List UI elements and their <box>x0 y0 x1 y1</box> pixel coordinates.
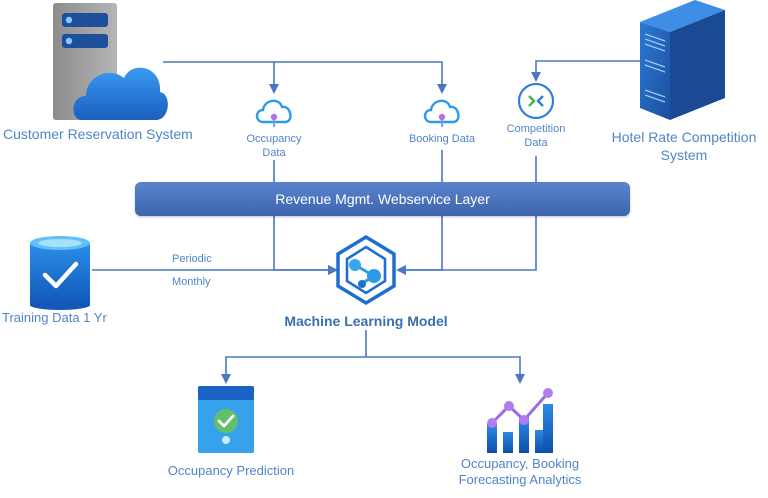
edge-label-monthly: Monthly <box>172 276 211 288</box>
competition-system-label: Hotel Rate Competition System <box>600 129 768 164</box>
occupancy-data-label: Occupancy Data <box>234 133 314 161</box>
analytics-label-line2: Forecasting Analytics <box>458 472 582 488</box>
competition-data-label-line1: Competition <box>506 123 566 135</box>
server-cloud-icon <box>53 3 168 120</box>
ml-model-label: Machine Learning Model <box>284 313 448 329</box>
occupancy-prediction-label: Occupancy Prediction <box>167 463 295 478</box>
analytics-label: Occupancy, Booking Forecasting Analytics <box>440 456 600 489</box>
occupancy-data-label-line1: Occupancy <box>246 133 302 145</box>
edge-label-periodic: Periodic <box>172 253 212 265</box>
edge-model-to-analytics <box>366 356 525 384</box>
analytics-chart-icon <box>487 388 553 453</box>
competition-data-label-line2: Data <box>524 136 548 149</box>
training-data-label: Training Data 1 Yr <box>2 310 107 325</box>
booking-cloud-icon <box>423 99 460 127</box>
database-check-icon <box>30 236 90 310</box>
competition-data-label: Competition Data <box>496 123 576 151</box>
webservice-layer-label: Revenue Mgmt. Webservice Layer <box>275 191 490 207</box>
competition-data-icon <box>517 82 555 120</box>
competition-system-label-line2: System <box>660 146 708 163</box>
occupancy-cloud-icon <box>255 99 292 127</box>
prediction-document-icon <box>198 386 254 453</box>
webservice-layer-bar: Revenue Mgmt. Webservice Layer <box>135 182 630 216</box>
machine-learning-icon <box>336 234 396 306</box>
server-tower-icon <box>640 0 725 120</box>
analytics-label-line1: Occupancy, Booking <box>460 456 580 471</box>
connectors <box>92 60 640 384</box>
edge-reservation-to-booking <box>274 61 447 94</box>
booking-data-label: Booking Data <box>408 133 476 145</box>
competition-system-label-line1: Hotel Rate Competition <box>611 129 757 145</box>
edge-reservation-to-occupancy <box>163 61 279 94</box>
edge-competition-system-to-data <box>531 60 640 82</box>
occupancy-data-label-line2: Data <box>262 146 286 159</box>
reservation-system-label: Customer Reservation System <box>3 126 193 142</box>
edge-model-to-prediction <box>221 356 366 384</box>
